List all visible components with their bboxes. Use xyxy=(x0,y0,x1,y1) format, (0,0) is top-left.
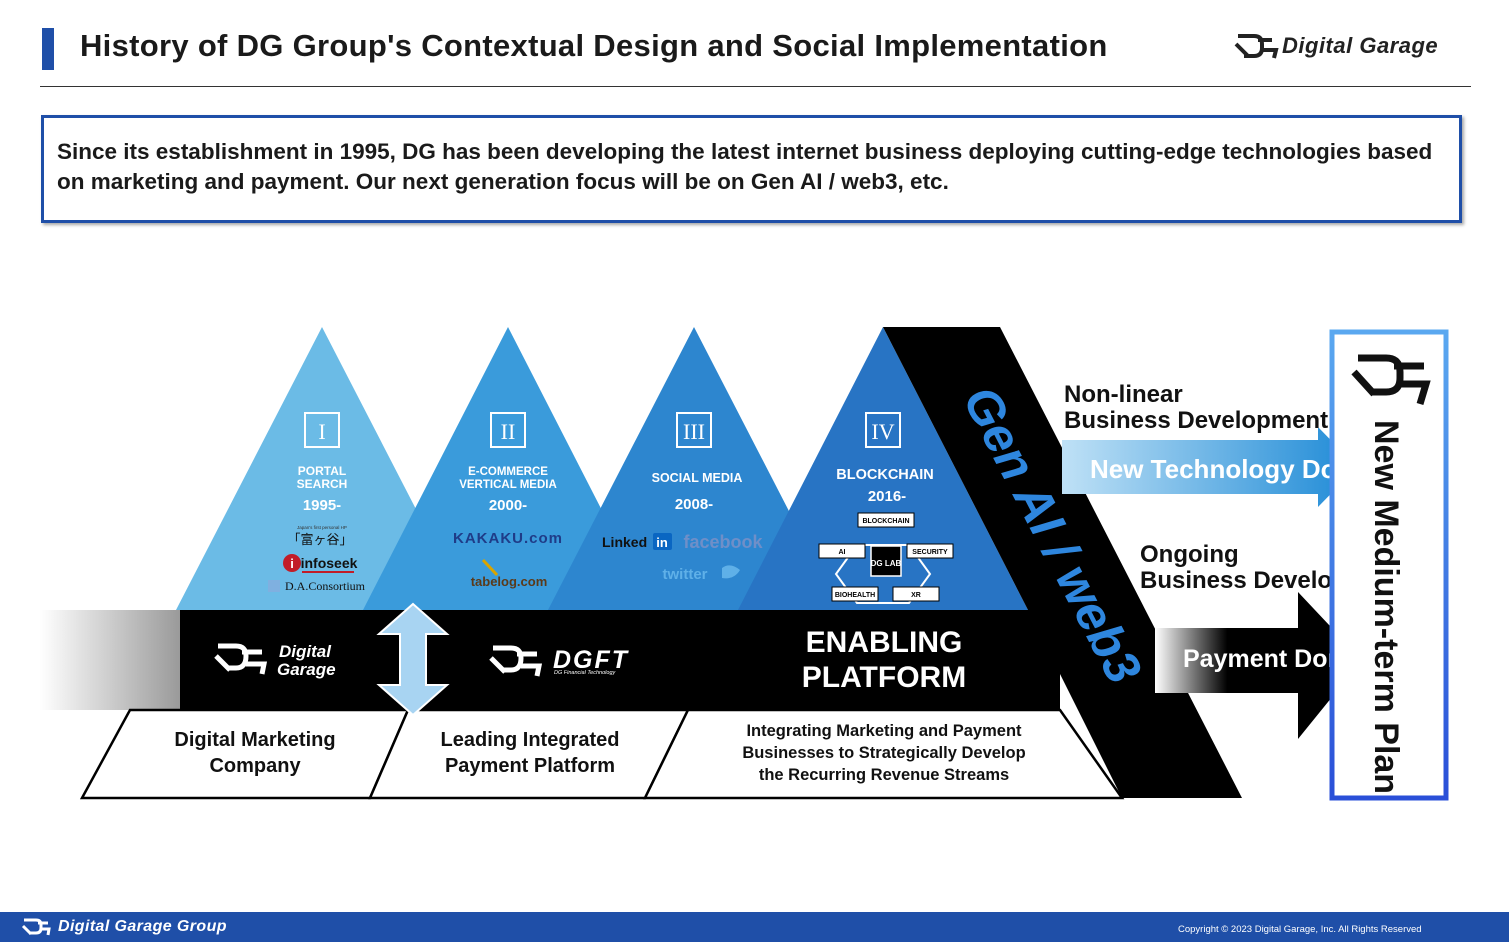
fugaya-caption: Japan's first personal HP xyxy=(297,525,347,530)
enabling-l2: PLATFORM xyxy=(802,661,966,694)
footer-bar xyxy=(0,912,1509,942)
role-3-l3: the Recurring Revenue Streams xyxy=(759,766,1009,784)
svg-text:in: in xyxy=(656,535,668,550)
era-1-numeral: I xyxy=(318,419,325,444)
role-box-1 xyxy=(79,708,410,800)
kakaku-logo: KAKAKU.com xyxy=(453,530,563,547)
footer-logo-icon xyxy=(21,918,51,936)
enabling-l1: ENABLING xyxy=(806,626,963,659)
history-diagram: I II III IV PORTAL SEARCH 1995- E-COMMER… xyxy=(40,327,1449,801)
lab-biohealth: BIOHEALTH xyxy=(835,592,875,599)
plan-label: New Medium-term Plan xyxy=(1367,420,1405,794)
title-accent-bar xyxy=(42,28,54,70)
plan-dg-logo-icon xyxy=(1351,354,1431,406)
role-2-l2: Payment Platform xyxy=(445,755,615,777)
era-3-label: SOCIAL MEDIA xyxy=(652,471,743,485)
dgft-band-logo xyxy=(489,645,543,677)
facebook-logo: facebook xyxy=(683,532,763,552)
role-3-l1: Integrating Marketing and Payment xyxy=(746,722,1022,740)
fugaya-logo: 「富ヶ谷」 xyxy=(287,532,352,547)
double-arrow-icon xyxy=(376,602,450,717)
era-1-label: PORTAL xyxy=(298,464,346,478)
dg-band-brand-l1: Digital xyxy=(279,642,332,661)
era-triangle-1 xyxy=(176,327,468,610)
infoseek-icon xyxy=(283,554,301,572)
dglab-center: DG LAB xyxy=(871,559,902,568)
brand-name: Digital Garage xyxy=(1282,33,1439,58)
lab-xr: XR xyxy=(911,592,921,599)
dgft-brand: DGFT xyxy=(553,646,630,674)
summary-text: Since its establishment in 1995, DG has … xyxy=(57,139,1433,194)
new-tech-arrow xyxy=(1062,427,1357,507)
genai-band xyxy=(883,327,1242,798)
era-triangle-2 xyxy=(363,327,653,610)
infoseek-logo: infoseek xyxy=(301,555,358,571)
twitter-bird-icon xyxy=(722,565,740,579)
svg-text:i: i xyxy=(290,556,294,571)
era-triangle-3 xyxy=(548,327,840,610)
lab-blockchain: BLOCKCHAIN xyxy=(862,518,909,525)
dglab-diagram: BLOCKCHAIN AI SECURITY BIOHEALTH XR DG L… xyxy=(818,512,954,604)
twitter-logo: twitter xyxy=(663,566,708,583)
era-4-label: BLOCKCHAIN xyxy=(836,467,933,483)
era-1-label-2: SEARCH xyxy=(297,477,348,491)
dg-band-brand-l2: Garage xyxy=(277,660,336,679)
era-4-year: 2016- xyxy=(868,488,906,505)
tabelog-icon xyxy=(481,558,499,577)
era-3-year: 2008- xyxy=(675,496,713,513)
dac-icon xyxy=(268,580,280,592)
nonlinear-l2: Business Development xyxy=(1064,407,1328,434)
nonlinear-l1: Non-linear xyxy=(1064,381,1183,408)
tabelog-logo: tabelog.com xyxy=(471,574,548,589)
era-2-label-2: VERTICAL MEDIA xyxy=(459,479,557,491)
footer-copyright: Copyright © 2023 Digital Garage, Inc. Al… xyxy=(1178,924,1422,935)
linkedin-logo: Linked xyxy=(602,534,647,550)
role-1-l1: Digital Marketing xyxy=(174,729,335,751)
era-triangle-4 xyxy=(738,327,1028,610)
page-title: History of DG Group's Contextual Design … xyxy=(80,28,1108,63)
era-2-label: E-COMMERCE xyxy=(468,466,548,478)
payment-arrow xyxy=(1155,592,1362,739)
era-4-numeral: IV xyxy=(871,419,894,444)
summary-box: Since its establishment in 1995, DG has … xyxy=(41,115,1462,223)
lab-ai: AI xyxy=(839,549,846,556)
plan-box xyxy=(1329,329,1449,801)
era-3-numeral: III xyxy=(683,419,705,444)
footer-brand: Digital Garage Group xyxy=(58,918,227,935)
era-1-year: 1995- xyxy=(303,497,341,514)
dg-band-logo xyxy=(214,643,268,675)
ongoing-l1: Ongoing xyxy=(1140,541,1239,568)
linkedin-icon xyxy=(653,533,672,550)
role-box-2 xyxy=(368,708,691,800)
band-fade xyxy=(40,610,180,710)
role-1-l2: Company xyxy=(209,755,301,777)
era-2-numeral: II xyxy=(501,419,516,444)
lab-security: SECURITY xyxy=(912,549,948,556)
role-3-l2: Businesses to Strategically Develop xyxy=(742,744,1025,762)
dac-logo: D.A.Consortium xyxy=(285,579,366,593)
role-2-l1: Leading Integrated xyxy=(441,729,620,751)
digital-garage-logo-icon xyxy=(1234,34,1279,59)
era-2-year: 2000- xyxy=(489,497,527,514)
dgft-sub: DG Financial Technology xyxy=(554,670,616,676)
title-divider xyxy=(40,86,1471,87)
